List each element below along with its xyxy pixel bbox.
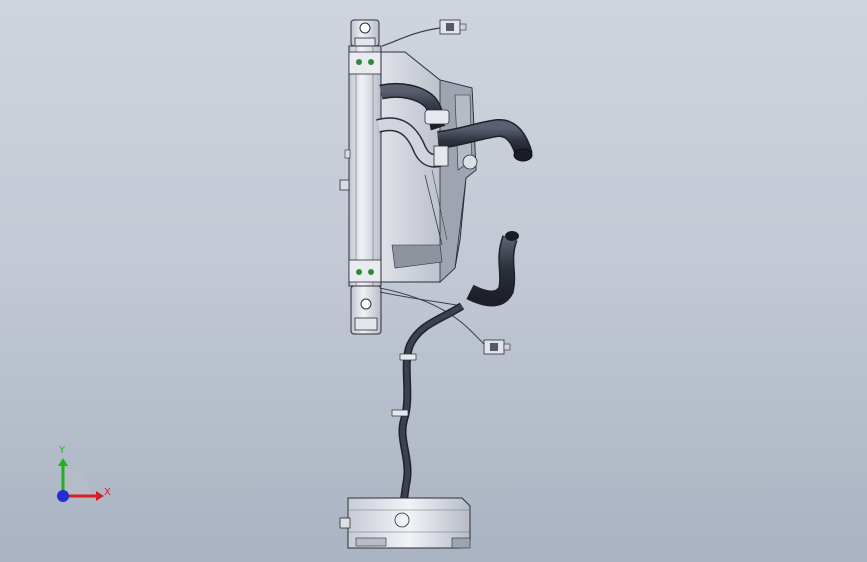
bottom-mount-bracket — [350, 285, 382, 335]
radiator-core — [339, 45, 382, 287]
side-sensor-connector — [379, 287, 511, 355]
lower-radiator-hose — [466, 231, 519, 307]
top-mount-bracket — [350, 19, 380, 47]
orientation-triad[interactable]: Y X — [40, 438, 120, 518]
coolant-pipe — [376, 117, 478, 170]
triad-axes — [57, 458, 104, 502]
coolant-reservoir — [339, 497, 471, 549]
upper-radiator-hose — [379, 82, 533, 162]
top-sensor-connector — [381, 19, 467, 47]
y-axis-label: Y — [59, 445, 66, 456]
overflow-hose — [391, 302, 465, 521]
x-axis-label: X — [104, 487, 111, 498]
